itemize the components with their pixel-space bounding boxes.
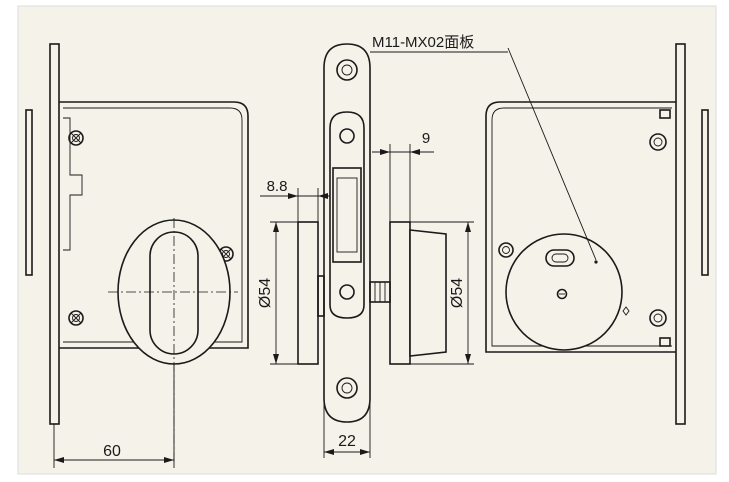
latch-inner xyxy=(336,177,358,253)
right-tab-top xyxy=(659,109,671,119)
faceplate-screw-top xyxy=(336,59,358,81)
left-case-inner xyxy=(63,107,243,343)
center-left-spindle xyxy=(317,275,325,317)
dimension-diameter-left-label: Ø54 xyxy=(257,278,274,308)
dimension-9 xyxy=(372,144,434,222)
faceplate-hole-top xyxy=(339,128,355,144)
right-case-inner xyxy=(491,107,672,347)
dimension-60-label: 60 xyxy=(103,443,121,460)
center-right-knob xyxy=(409,229,447,357)
center-side-view xyxy=(297,43,447,423)
faceplate-screw-bottom xyxy=(336,377,358,399)
right-rose-slot xyxy=(545,249,575,267)
dimension-22-label: 22 xyxy=(338,433,356,450)
dimension-60 xyxy=(53,364,175,468)
right-tab-bottom xyxy=(659,337,671,347)
part-callout-label: M11-MX02面板 xyxy=(372,33,474,51)
right-screw-bottom xyxy=(649,309,667,327)
center-left-rose xyxy=(297,221,319,365)
dimension-diameter-left xyxy=(270,221,298,365)
center-right-rose xyxy=(389,221,411,365)
dimension-8-8-label: 8.8 xyxy=(267,178,288,195)
faceplate-outline xyxy=(323,43,371,423)
right-rose-keyhole xyxy=(556,288,568,300)
faceplate-inner-body xyxy=(329,111,365,319)
left-screw-bottom xyxy=(68,310,84,326)
part-callout xyxy=(370,47,597,261)
right-rose xyxy=(505,233,623,351)
left-lock-view xyxy=(25,43,249,464)
right-screw-top xyxy=(649,133,667,151)
right-case-outer xyxy=(485,101,676,353)
left-case-outer xyxy=(59,101,249,349)
dimension-diameter-right-label: Ø54 xyxy=(449,278,466,308)
left-screw-top xyxy=(68,130,84,146)
right-rose-dot xyxy=(594,260,598,264)
callout-leader-line xyxy=(507,47,597,261)
right-lock-view xyxy=(485,43,709,425)
left-side-strip xyxy=(25,109,33,276)
left-case-step xyxy=(63,117,83,251)
right-screw-left xyxy=(498,242,514,258)
right-rose-slot-inner xyxy=(551,253,569,263)
dimension-9-label: 9 xyxy=(422,130,430,147)
dimension-8-8 xyxy=(260,188,330,222)
right-side-strip xyxy=(701,109,709,276)
latch-outline xyxy=(332,167,362,263)
dimension-22 xyxy=(323,400,371,458)
right-rose-diamond xyxy=(622,306,630,316)
faceplate-hole-bottom xyxy=(339,284,355,300)
right-mounting-plate xyxy=(675,43,686,425)
left-mounting-plate xyxy=(49,43,60,425)
dimension-diameter-right xyxy=(410,221,474,365)
